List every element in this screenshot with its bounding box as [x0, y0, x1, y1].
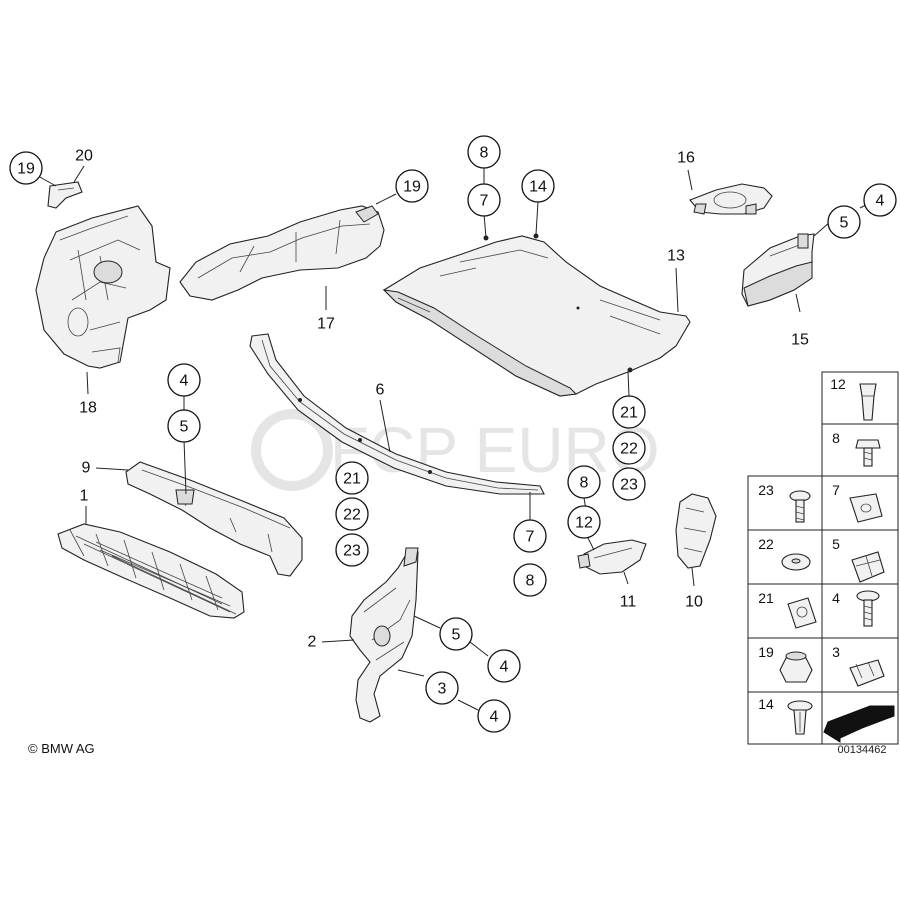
screw-icon: [789, 490, 811, 523]
callout-8[interactable]: 8: [513, 563, 547, 597]
label-20[interactable]: 20: [75, 148, 93, 165]
label-2[interactable]: 2: [308, 634, 317, 651]
torx-screw-icon: [856, 590, 880, 627]
callout-21[interactable]: 21: [335, 461, 369, 495]
expanding-rivet-icon: [787, 700, 813, 735]
svg-text:4: 4: [490, 709, 499, 726]
hex-screw-icon: [855, 439, 881, 467]
label-1[interactable]: 1: [80, 488, 89, 505]
callout-8[interactable]: 8: [567, 465, 601, 499]
callout-23[interactable]: 23: [612, 467, 646, 501]
leader-lines: [37, 165, 869, 711]
callout-4[interactable]: 4: [863, 183, 897, 217]
label-17[interactable]: 17: [317, 316, 335, 333]
fastener-4-number: 4: [832, 590, 840, 606]
svg-text:8: 8: [580, 475, 589, 492]
fastener-22-number: 22: [758, 536, 774, 552]
svg-text:23: 23: [620, 477, 638, 494]
hex-nut-icon: [779, 651, 813, 683]
svg-text:8: 8: [480, 145, 489, 162]
part-13-underbody-shield: [382, 233, 691, 397]
callout-4[interactable]: 4: [487, 649, 521, 683]
fastener-19-number: 19: [758, 644, 774, 660]
svg-text:22: 22: [620, 441, 638, 458]
callout-8[interactable]: 8: [467, 135, 501, 169]
callout-19[interactable]: 19: [9, 151, 43, 185]
spring-nut-icon: [851, 551, 885, 583]
svg-text:14: 14: [529, 179, 547, 196]
callout-7[interactable]: 7: [467, 183, 501, 217]
svg-text:21: 21: [620, 405, 638, 422]
label-9[interactable]: 9: [82, 460, 91, 477]
label-6[interactable]: 6: [376, 382, 385, 399]
label-16[interactable]: 16: [677, 150, 695, 167]
fastener-3-number: 3: [832, 644, 840, 660]
svg-text:4: 4: [876, 193, 885, 210]
callout-4[interactable]: 4: [477, 699, 511, 733]
label-18[interactable]: 18: [79, 400, 97, 417]
part-9-carrier: [125, 461, 303, 577]
part-2-side-duct: [349, 547, 419, 723]
fastener-23-number: 23: [758, 482, 774, 498]
fastener-8-number: 8: [832, 430, 840, 446]
fastener-14-number: 14: [758, 696, 774, 712]
svg-text:5: 5: [840, 215, 849, 232]
svg-text:19: 19: [403, 179, 421, 196]
u-nut-icon: [849, 659, 885, 687]
part-16-bracket: [689, 183, 773, 215]
part-6-trim-strip: [249, 333, 545, 495]
callout-3[interactable]: 3: [425, 671, 459, 705]
svg-text:21: 21: [343, 471, 361, 488]
part-11-bracket: [577, 539, 647, 575]
washer-icon: [781, 553, 811, 571]
part-17-duct: [179, 205, 385, 301]
callout-19[interactable]: 19: [395, 169, 429, 203]
label-11[interactable]: 11: [620, 594, 637, 611]
callout-5[interactable]: 5: [439, 617, 473, 651]
svg-text:22: 22: [343, 507, 361, 524]
plastic-nut-icon: [859, 383, 877, 421]
part-18-duct: [35, 205, 171, 369]
svg-text:4: 4: [500, 659, 509, 676]
fastener-21-number: 21: [758, 590, 774, 606]
svg-text:7: 7: [480, 193, 489, 210]
svg-text:4: 4: [180, 373, 189, 390]
fastener-12-number: 12: [830, 376, 846, 392]
svg-text:12: 12: [575, 515, 593, 532]
fastener-5-number: 5: [832, 536, 840, 552]
svg-text:7: 7: [526, 529, 535, 546]
direction-arrow-icon: [823, 705, 895, 743]
callout-7[interactable]: 7: [513, 519, 547, 553]
callout-22[interactable]: 22: [612, 431, 646, 465]
fastener-7-number: 7: [832, 482, 840, 498]
callout-4[interactable]: 4: [167, 363, 201, 397]
svg-text:5: 5: [452, 627, 461, 644]
svg-text:3: 3: [438, 681, 447, 698]
speed-nut-icon: [787, 597, 817, 629]
callout-22[interactable]: 22: [335, 497, 369, 531]
svg-text:19: 19: [17, 161, 35, 178]
part-15-panel: [741, 233, 815, 307]
fastener-table: 12 8 23 7 22 5 21 4 19 3 14: [747, 371, 899, 745]
part-10-bracket: [675, 493, 717, 569]
part-20-clip: [47, 181, 83, 209]
callout-5[interactable]: 5: [167, 409, 201, 443]
label-10[interactable]: 10: [685, 594, 703, 611]
svg-text:8: 8: [526, 573, 535, 590]
callout-21[interactable]: 21: [612, 395, 646, 429]
svg-text:5: 5: [180, 419, 189, 436]
callout-12[interactable]: 12: [567, 505, 601, 539]
callout-14[interactable]: 14: [521, 169, 555, 203]
clip-nut-icon: [849, 493, 883, 523]
drawing-code: 00134462: [838, 744, 887, 756]
callout-5[interactable]: 5: [827, 205, 861, 239]
callouts: 19 20 18 19 17 8 7 14 13 16 5 4 15 6 21 …: [9, 135, 897, 733]
callout-23[interactable]: 23: [335, 533, 369, 567]
svg-text:23: 23: [343, 543, 361, 560]
label-13[interactable]: 13: [667, 248, 685, 265]
copyright-text: © BMW AG: [28, 741, 95, 756]
part-1-grille: [57, 523, 245, 619]
label-15[interactable]: 15: [791, 332, 809, 349]
